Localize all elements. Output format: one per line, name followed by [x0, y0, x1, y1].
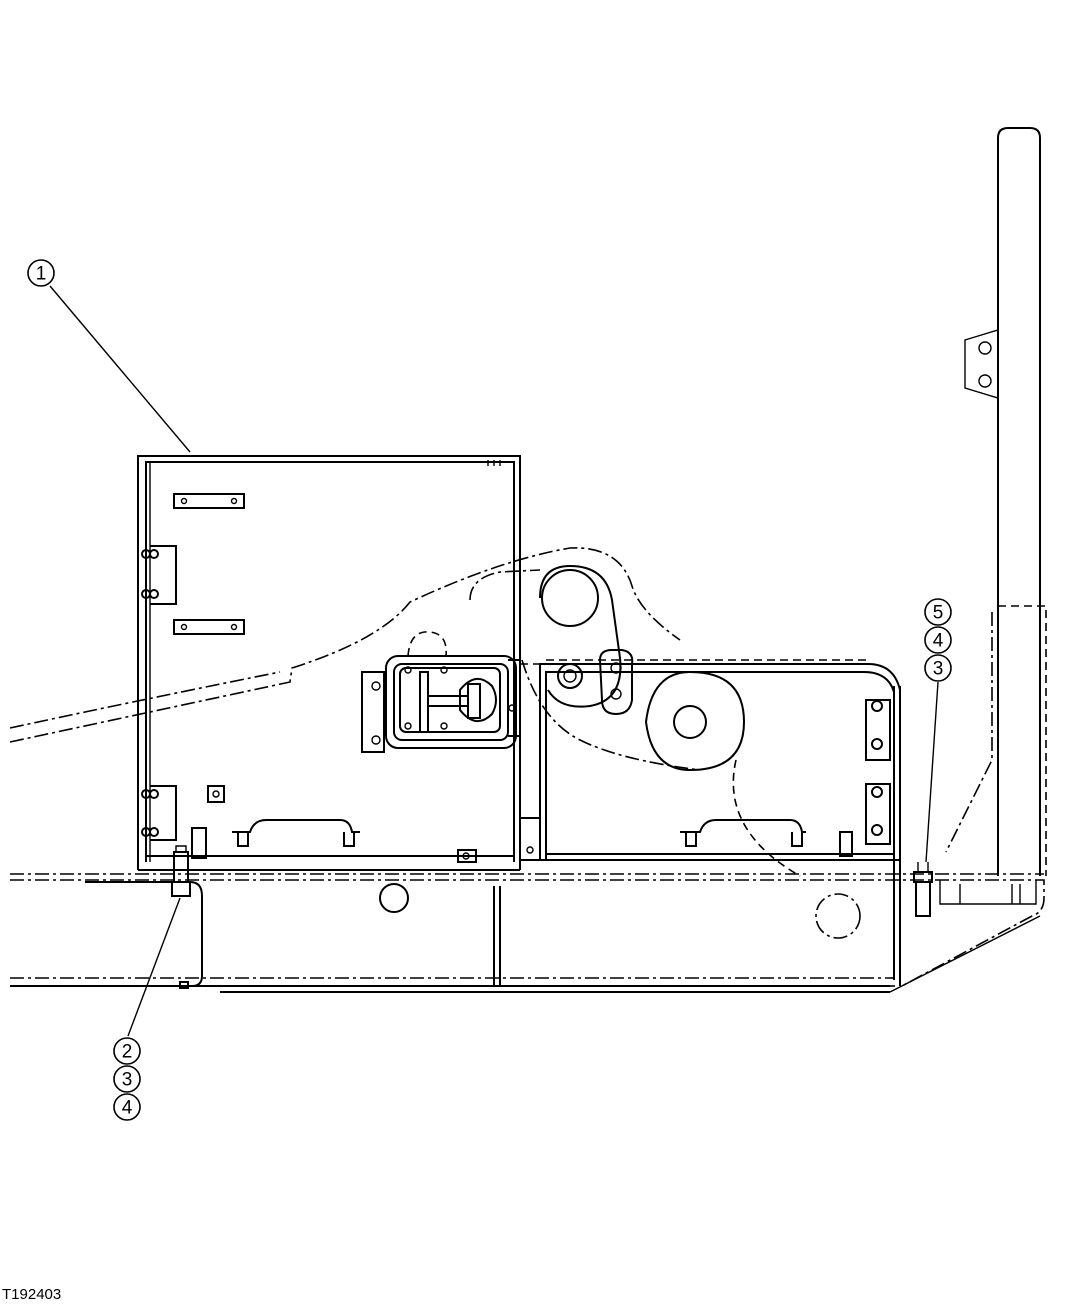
- pivot-linkage: [539, 564, 801, 877]
- callout-3-lower: 3: [113, 1065, 141, 1093]
- bolt-left: [171, 845, 191, 989]
- right-box: [520, 659, 901, 861]
- bolt-right: [913, 862, 933, 917]
- figure-id: T192403: [2, 1286, 62, 1303]
- boom-outline: [9, 547, 701, 771]
- callout-2-label: 2: [122, 1042, 133, 1063]
- leader-lines: [49, 285, 939, 1037]
- callout-4-right-label: 4: [933, 631, 944, 652]
- callout-1-label: 1: [36, 264, 47, 285]
- callout-5: 5: [924, 598, 952, 626]
- callout-5-label: 5: [933, 603, 944, 624]
- callout-4-right: 4: [924, 626, 952, 654]
- upright-post: [945, 127, 1047, 876]
- callout-3-right-label: 3: [933, 659, 944, 680]
- callout-1: 1: [27, 259, 55, 287]
- callout-2: 2: [113, 1037, 141, 1065]
- callout-3-lower-label: 3: [122, 1070, 133, 1091]
- callout-4-lower: 4: [113, 1093, 141, 1121]
- main-frame: [10, 686, 1045, 993]
- battery-box: [137, 455, 541, 871]
- callout-3-right: 3: [924, 654, 952, 682]
- callout-4-lower-label: 4: [122, 1098, 133, 1119]
